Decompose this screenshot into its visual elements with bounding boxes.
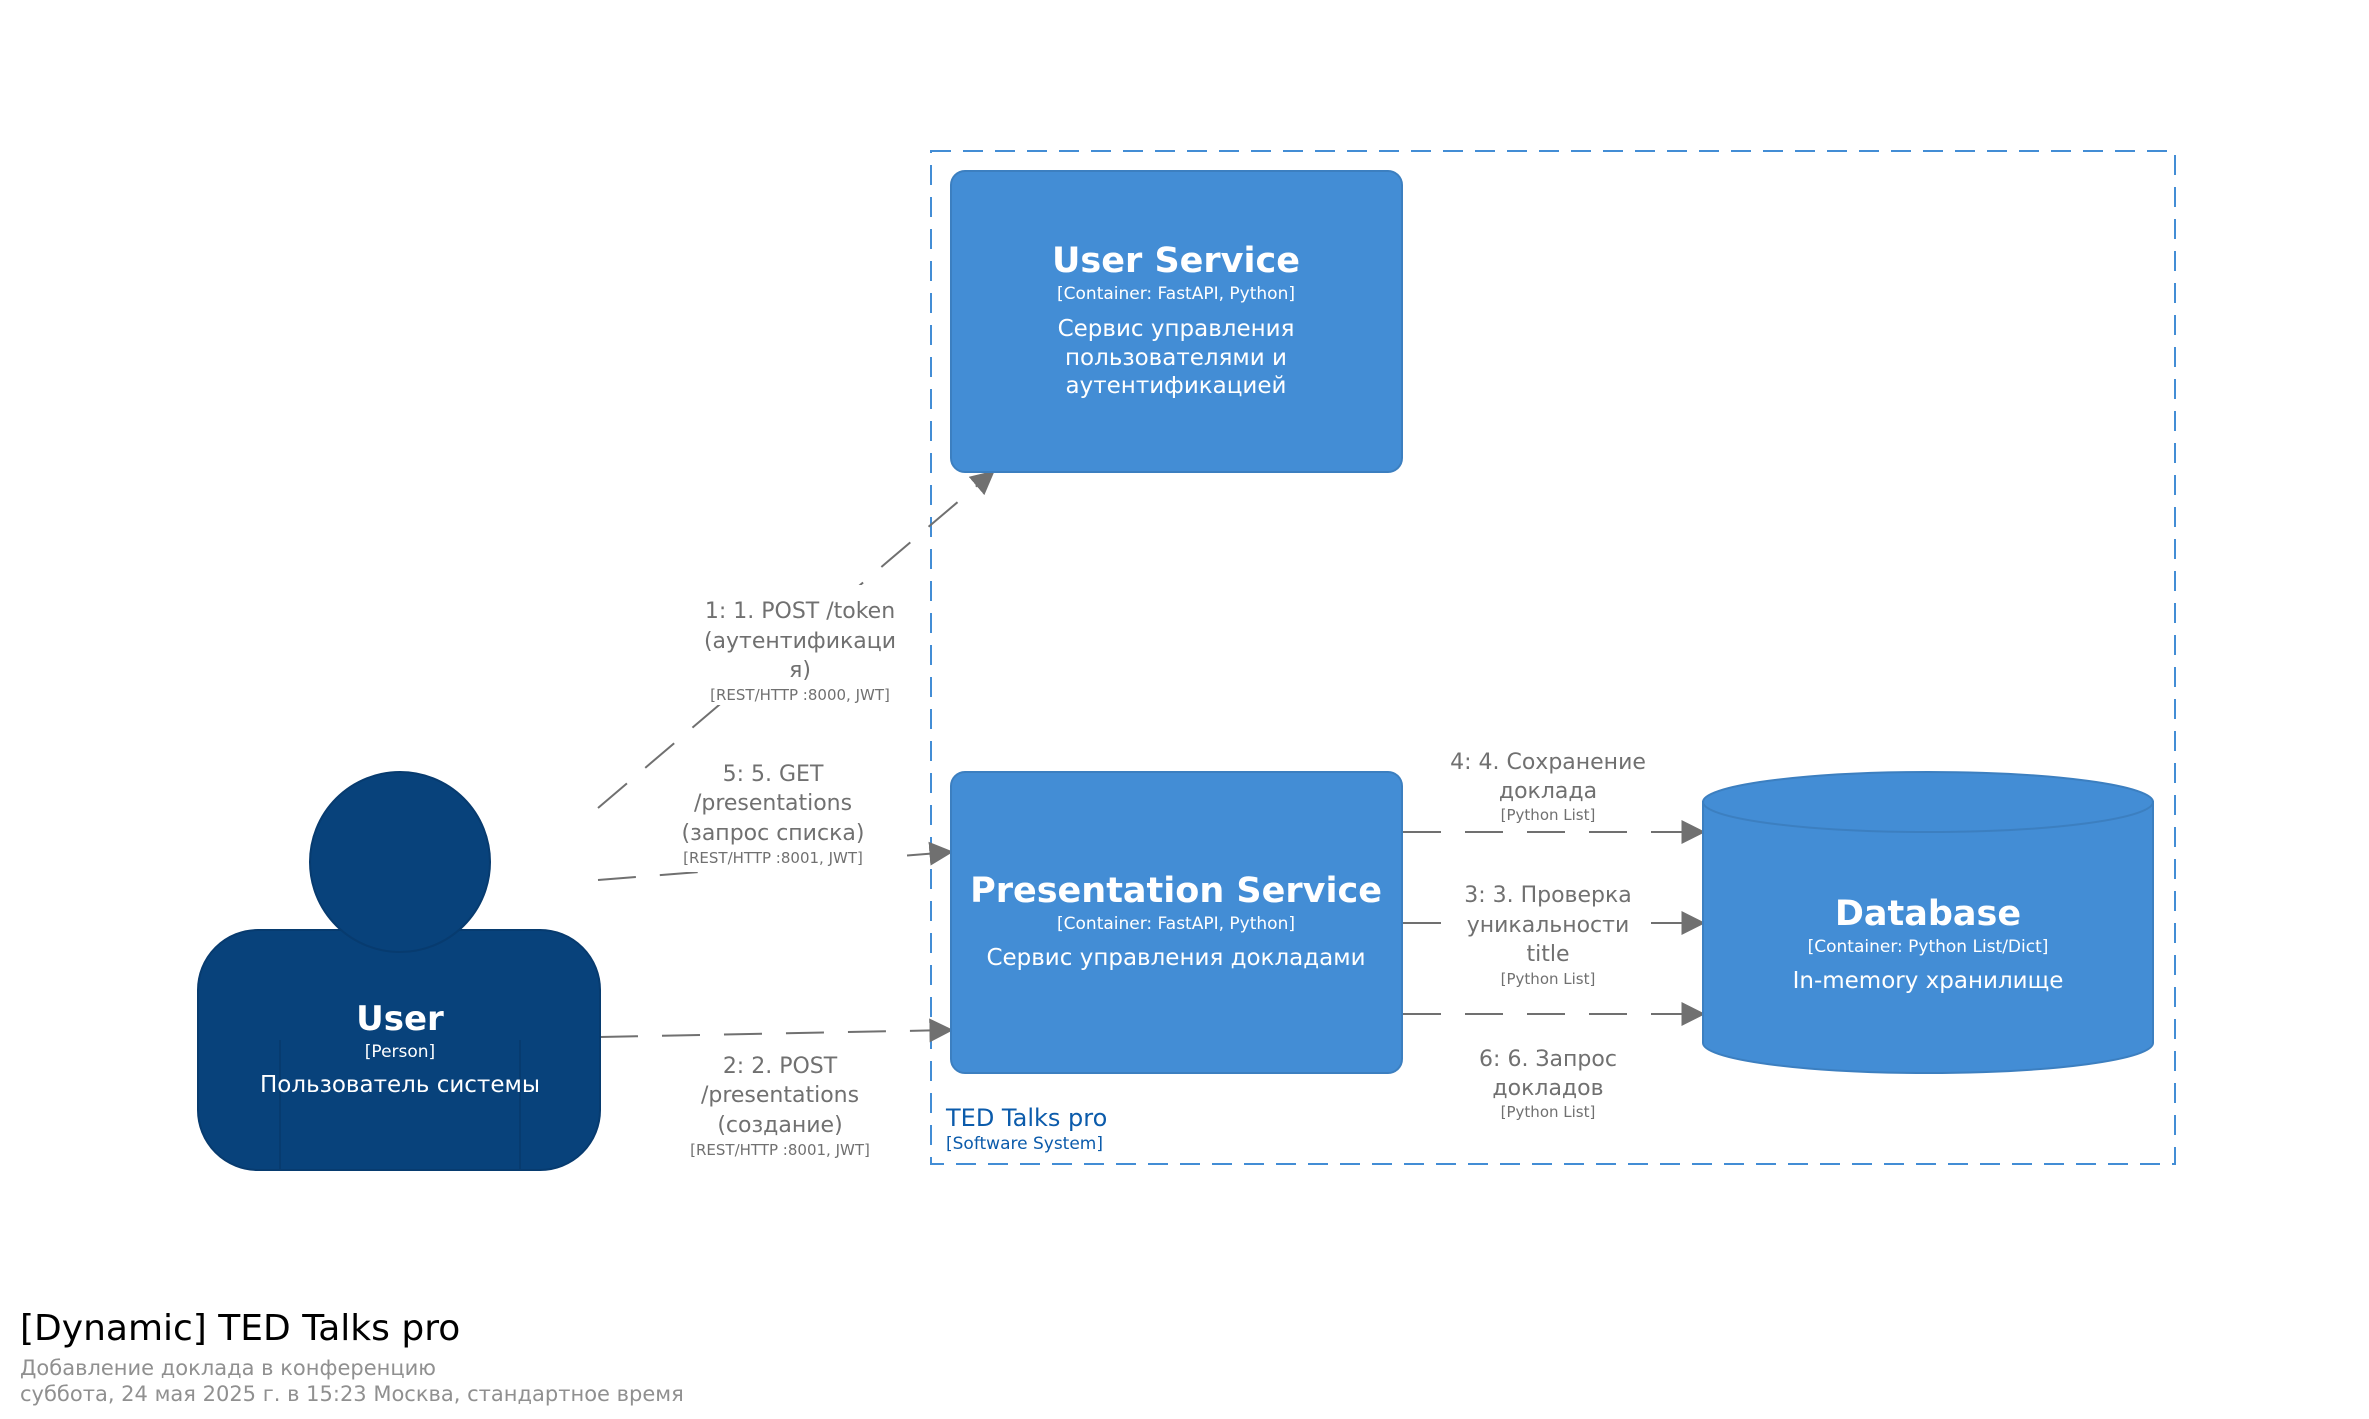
edge-6-label: 6: 6. Запрос докладов [Python List] — [1476, 1043, 1620, 1127]
container-database[interactable]: Database [Container: Python List/Dict] I… — [1702, 771, 2154, 1074]
presentation-service-name: Presentation Service — [970, 871, 1382, 911]
edge-1-label-line-1: 1: 1. POST /token — [705, 599, 895, 624]
edge-2-label: 2: 2. POST /presentations (создание) [RE… — [681, 1042, 879, 1164]
database-description: In-memory хранилище — [1793, 968, 2064, 994]
edge-3-label-line-1: 3: 3. Проверка — [1464, 883, 1632, 908]
edge-4-label-line-2: доклада — [1499, 779, 1597, 804]
person-user[interactable]: User [Person] Пользователь системы — [197, 771, 601, 1171]
boundary-name: TED Talks pro — [945, 1104, 1107, 1132]
container-user-service[interactable]: User Service [Container: FastAPI, Python… — [950, 170, 1403, 473]
user-service-description-line-1: Сервис управления — [1058, 316, 1295, 342]
presentation-service-description: Сервис управления докладами — [986, 945, 1365, 971]
edge-2-label-line-3: (создание) — [717, 1113, 842, 1138]
edge-5-label: 5: 5. GET /presentations (запрос списка)… — [672, 748, 884, 872]
edge-1-tech: [REST/HTTP :8000, JWT] — [710, 686, 890, 704]
edge-3-tech: [Python List] — [1501, 970, 1596, 988]
edge-1-label: 1: 1. POST /token (аутентификаци я) [RES… — [688, 585, 916, 705]
edge-5-label-line-2: /presentations — [694, 791, 852, 816]
user-service-box — [950, 170, 1403, 473]
person-type: [Person] — [365, 1042, 435, 1062]
edge-2-line — [599, 1018, 954, 1043]
edge-6-label-line-2: докладов — [1492, 1076, 1603, 1101]
user-service-description-line-3: аутентификацией — [1066, 373, 1287, 399]
edge-5-label-line-1: 5: 5. GET — [723, 762, 824, 787]
edge-2-tech: [REST/HTTP :8001, JWT] — [690, 1141, 870, 1159]
diagram-title: [Dynamic] TED Talks pro — [20, 1308, 461, 1349]
person-head — [309, 771, 491, 953]
edge-4-label: 4: 4. Сохранение доклада [Python List] — [1446, 745, 1650, 831]
edge-3-label: 3: 3. Проверка уникальности title [Pytho… — [1462, 878, 1634, 994]
edge-2-label-line-1: 2: 2. POST — [723, 1054, 838, 1079]
database-body — [1702, 801, 2154, 1074]
database-top — [1702, 771, 2154, 833]
user-service-type: [Container: FastAPI, Python] — [1057, 284, 1295, 304]
user-service-name: User Service — [1052, 241, 1300, 281]
database-type: [Container: Python List/Dict] — [1808, 937, 2049, 957]
edge-5-tech: [REST/HTTP :8001, JWT] — [683, 849, 863, 867]
diagram-date: суббота, 24 мая 2025 г. в 15:23 Москва, … — [20, 1382, 684, 1406]
edge-3-label-line-2: уникальности — [1467, 913, 1630, 938]
diagram-subtitle: Добавление доклада в конференцию — [20, 1356, 436, 1380]
presentation-service-type: [Container: FastAPI, Python] — [1057, 914, 1295, 934]
boundary-type: [Software System] — [946, 1134, 1103, 1154]
edge-4-label-line-1: 4: 4. Сохранение — [1450, 750, 1646, 775]
container-presentation-service[interactable]: Presentation Service [Container: FastAPI… — [950, 771, 1403, 1074]
person-description: Пользователь системы — [260, 1072, 540, 1098]
edge-1-label-line-3: я) — [789, 658, 811, 683]
system-boundary: TED Talks pro [Software System] — [930, 150, 2176, 1165]
edge-6-tech: [Python List] — [1501, 1103, 1596, 1121]
person-name: User — [356, 999, 444, 1039]
edge-2-label-line-2: /presentations — [701, 1083, 859, 1108]
edge-4-tech: [Python List] — [1501, 806, 1596, 824]
edge-5-label-line-3: (запрос списка) — [682, 821, 865, 846]
edge-6-label-line-1: 6: 6. Запрос — [1479, 1047, 1617, 1072]
database-name: Database — [1835, 894, 2021, 934]
presentation-service-box — [950, 771, 1403, 1074]
edge-1-label-line-2: (аутентификаци — [704, 629, 896, 654]
user-service-description-line-2: пользователями и — [1065, 345, 1287, 371]
edge-3-label-line-3: title — [1526, 942, 1569, 967]
